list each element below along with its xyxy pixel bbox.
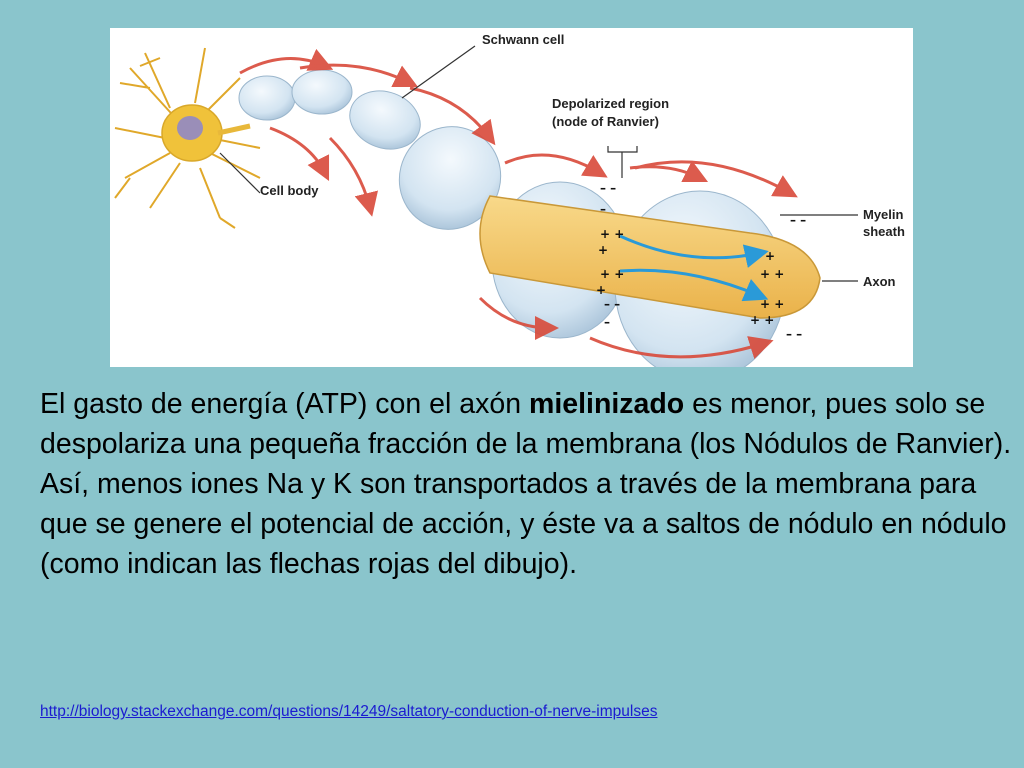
source-link[interactable]: http://biology.stackexchange.com/questio…	[40, 703, 658, 720]
svg-text:–: –	[604, 315, 610, 329]
nucleus	[177, 116, 203, 140]
svg-text:+: +	[598, 243, 608, 257]
schwann-cell-label: Schwann cell	[482, 32, 564, 47]
myelin-label: Myelin	[863, 207, 904, 222]
node-of-ranvier-label: (node of Ranvier)	[552, 114, 659, 129]
saltatory-arrows	[239, 48, 798, 359]
saltatory-conduction-illustration: + + + + + + + + + + + + + – – – – – – – – – –	[114, 32, 905, 367]
myelinated-emphasis: mielinizado	[529, 388, 685, 420]
svg-text:– –: – –	[600, 181, 616, 195]
myelin-segments	[238, 69, 502, 230]
depolarized-region-label: Depolarized region	[552, 96, 669, 111]
explanation-paragraph: El gasto de energía (ATP) con el axón mi…	[40, 384, 1015, 584]
explanation-text-rest: es menor, pues solo se despolariza una p…	[40, 388, 1012, 580]
leader-lines	[219, 45, 858, 282]
svg-text:+: +	[596, 283, 606, 297]
axon-label: Axon	[863, 274, 896, 289]
svg-text:+ +: + +	[600, 227, 624, 241]
svg-text:+: +	[765, 249, 775, 263]
svg-text:–: –	[600, 202, 606, 216]
svg-text:– –: – –	[604, 297, 620, 311]
svg-text:+ +: + +	[760, 267, 784, 281]
charge-signs: + + + + + + + + + + + + + – – – – – – – – – –	[596, 181, 806, 341]
svg-text:– –: – –	[790, 213, 806, 227]
svg-text:– –: – –	[786, 327, 802, 341]
svg-text:+ +: + +	[600, 267, 624, 281]
local-current-arrows	[619, 234, 769, 302]
explanation-text-start: El gasto de energía (ATP) con el axón	[40, 388, 529, 420]
neuron-diagram: + + + + + + + + + + + + + – – – – – – – – – –	[110, 28, 913, 367]
sheath-label: sheath	[863, 224, 905, 239]
svg-text:+ +: + +	[760, 297, 784, 311]
svg-text:+ +: + +	[750, 313, 774, 327]
cell-body-shape	[114, 47, 261, 229]
cell-body-label: Cell body	[260, 183, 319, 198]
